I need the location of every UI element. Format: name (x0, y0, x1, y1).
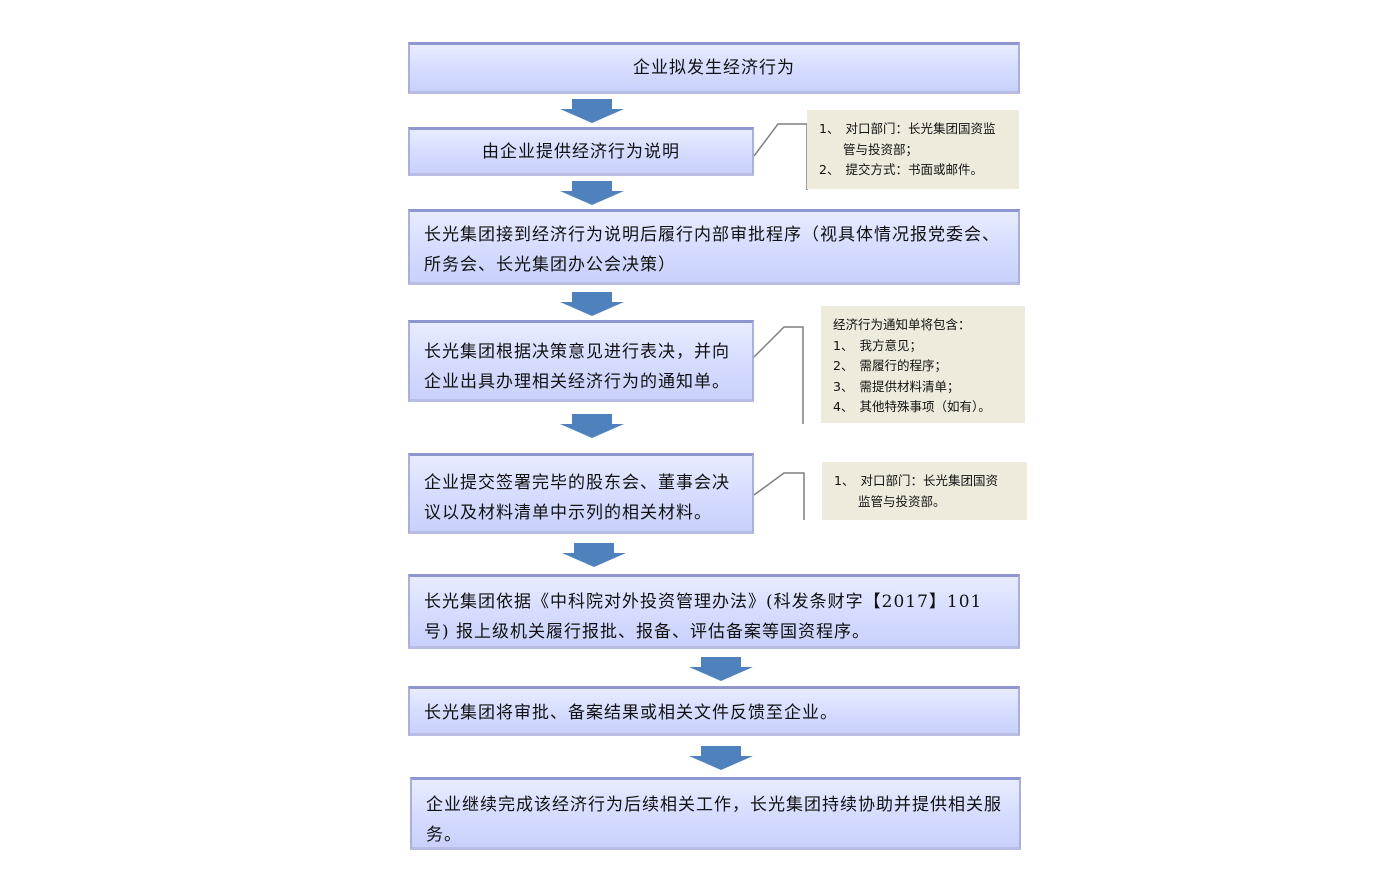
note-1-item-2-text: 提交方式：书面或邮件。 (845, 162, 983, 177)
down-arrow-icon (689, 746, 753, 770)
connector-step5-note3 (753, 472, 805, 520)
note-2-item-2-number: 2、 (833, 358, 854, 373)
step-3-box: 长光集团接到经济行为说明后履行内部审批程序（视具体情况报党委会、所务会、长光集团… (408, 209, 1020, 285)
down-arrow-icon (562, 543, 626, 567)
step-1-box: 企业拟发生经济行为 (408, 42, 1020, 94)
note-2: 经济行为通知单将包含： 1、 我方意见； 2、 需履行的程序； 3、 需提供材料… (821, 306, 1025, 423)
note-2-item-3-text: 需提供材料清单； (859, 378, 960, 394)
note-3-item-1-text: 对口部门：长光集团国资 (860, 473, 998, 488)
note-1-item-1-text: 对口部门：长光集团国资监 (845, 121, 996, 136)
note-3-item-1-number: 1、 (834, 473, 855, 488)
down-arrow-icon (560, 292, 624, 316)
down-arrow-icon (560, 414, 624, 438)
step-4-text: 长光集团根据决策意见进行表决，并向企业出具办理相关经济行为的通知单。 (424, 342, 730, 392)
step-8-text: 企业继续完成该经济行为后续相关工作，长光集团持续协助并提供相关服务。 (426, 795, 1002, 845)
step-7-text: 长光集团将审批、备案结果或相关文件反馈至企业。 (424, 703, 838, 723)
note-2-item-4-text: 其他特殊事项（如有）。 (859, 399, 991, 414)
connector-step4-note2 (753, 326, 804, 424)
step-6-text: 长光集团依据《中科院对外投资管理办法》(科发条财字【2017】101 号) 报上… (424, 592, 983, 642)
connector-step2-note1 (753, 123, 808, 190)
note-2-item-2-text: 需履行的程序； (859, 358, 947, 373)
down-arrow-icon (560, 181, 624, 205)
note-2-item-1-number: 1、 (833, 337, 854, 353)
note-2-item-1-text: 我方意见； (859, 337, 922, 353)
step-4-box: 长光集团根据决策意见进行表决，并向企业出具办理相关经济行为的通知单。 (408, 320, 754, 402)
note-2-item-4-number: 4、 (833, 399, 854, 414)
note-3-item-1-continued: 监管与投资部。 (858, 493, 946, 509)
down-arrow-icon (560, 99, 624, 123)
note-3: 1、 对口部门：长光集团国资 监管与投资部。 (822, 462, 1027, 520)
note-1-item-1-number: 1、 (819, 121, 840, 136)
note-1-item-2-number: 2、 (819, 162, 840, 177)
note-1: 1、 对口部门：长光集团国资监 管与投资部； 2、 提交方式：书面或邮件。 (807, 110, 1019, 189)
note-1-item-1-continued: 管与投资部； (843, 141, 919, 157)
note-2-heading: 经济行为通知单将包含： (833, 317, 971, 332)
step-5-box: 企业提交签署完毕的股东会、董事会决议以及材料清单中示列的相关材料。 (408, 453, 754, 534)
step-6-box: 长光集团依据《中科院对外投资管理办法》(科发条财字【2017】101 号) 报上… (408, 574, 1020, 649)
step-2-text: 由企业提供经济行为说明 (482, 141, 680, 162)
step-1-text: 企业拟发生经济行为 (633, 58, 795, 78)
step-7-box: 长光集团将审批、备案结果或相关文件反馈至企业。 (408, 686, 1020, 736)
step-8-box: 企业继续完成该经济行为后续相关工作，长光集团持续协助并提供相关服务。 (410, 777, 1021, 850)
down-arrow-icon (689, 657, 753, 681)
step-2-box: 由企业提供经济行为说明 (408, 127, 754, 176)
step-5-text: 企业提交签署完毕的股东会、董事会决议以及材料清单中示列的相关材料。 (424, 473, 730, 523)
step-3-text: 长光集团接到经济行为说明后履行内部审批程序（视具体情况报党委会、所务会、长光集团… (424, 225, 1000, 275)
note-2-item-3-number: 3、 (833, 378, 854, 394)
